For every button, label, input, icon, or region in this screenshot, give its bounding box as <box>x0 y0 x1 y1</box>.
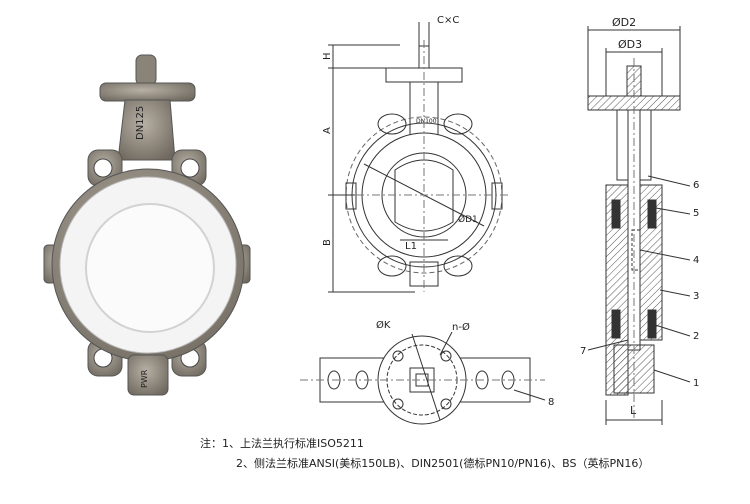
dim-a: A <box>322 127 333 134</box>
photo-bottom-boss <box>127 354 169 396</box>
photo-disc <box>85 203 215 333</box>
dim-d2: ØD2 <box>612 16 636 29</box>
front-neck <box>409 82 439 135</box>
part-8-leader <box>513 389 546 401</box>
notes-block: 注：1、上法兰执行标准ISO5211 2、侧法兰标准ANSI(美标150LB)、… <box>200 434 649 474</box>
part-label-2: 2 <box>693 331 699 342</box>
part-label-7: 7 <box>580 346 586 357</box>
part-label-5: 5 <box>693 208 699 219</box>
photo-neck <box>117 99 176 161</box>
section-part-labels: 6 5 4 3 2 1 7 <box>580 180 699 389</box>
dim-l: L <box>630 404 637 417</box>
part-label-4: 4 <box>693 255 699 266</box>
section-view <box>587 26 691 425</box>
part-label-1: 1 <box>693 378 699 389</box>
dim-cxc: C×C <box>437 15 459 26</box>
note-text-1: 1、上法兰执行标准ISO5211 <box>222 437 364 450</box>
section-seal-upper-right <box>647 199 657 229</box>
note-prefix: 注： <box>200 437 222 450</box>
dim-k: ØK <box>376 319 391 331</box>
top-flange-holes <box>392 350 452 410</box>
valve-photo: DN125 PWR <box>43 54 251 396</box>
note-line-2: 2、侧法兰标准ANSI(美标150LB)、DIN2501(德标PN10/PN16… <box>236 457 650 470</box>
front-lugs <box>345 113 503 277</box>
photo-top-flange <box>99 82 196 102</box>
photo-lower-marking: PWR <box>140 369 149 388</box>
photo-body-marking: DN125 <box>135 106 146 140</box>
dim-l1: L1 <box>405 241 417 252</box>
photo-stem <box>135 54 157 86</box>
front-marking: DN100 <box>416 118 437 125</box>
dim-d3: ØD3 <box>618 38 642 51</box>
dim-b: B <box>322 239 333 246</box>
part-label-6: 6 <box>693 180 699 191</box>
dim-n-phi: n-Ø <box>452 321 470 333</box>
note-line-1: 注：1、上法兰执行标准ISO5211 <box>200 434 649 454</box>
section-seal-upper-left <box>611 199 621 229</box>
section-body-left <box>605 184 629 396</box>
k-leader <box>411 333 441 421</box>
part-label-8: 8 <box>548 397 554 408</box>
photo-lug-holes <box>93 158 200 368</box>
section-seal-lower-left <box>611 309 621 339</box>
top-view <box>300 331 546 425</box>
dim-h: H <box>322 52 333 60</box>
front-disc <box>394 159 454 232</box>
front-view: DN100 <box>328 22 508 293</box>
section-part-leaders <box>587 175 691 383</box>
n-phi-leader <box>439 331 453 356</box>
part-label-3: 3 <box>693 291 699 302</box>
dim-d1: ØD1 <box>458 214 478 225</box>
